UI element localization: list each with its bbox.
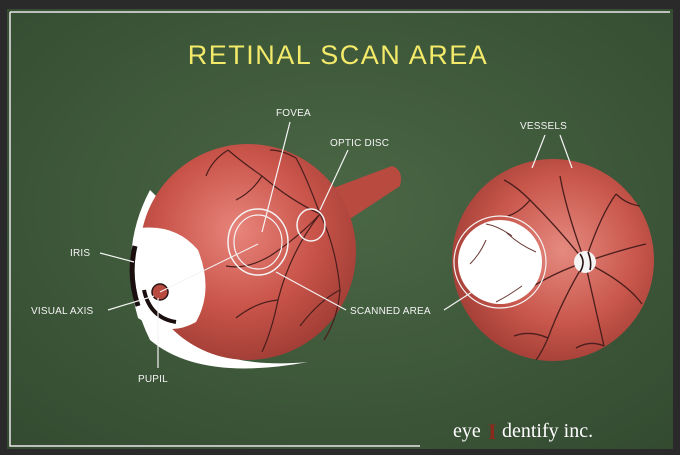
iris-label: IRIS	[70, 248, 90, 259]
slide-title: RETINAL SCAN AREA	[188, 40, 489, 70]
optic-disc	[574, 251, 596, 273]
brand-mark: I	[488, 419, 497, 444]
fovea-label: FOVEA	[276, 108, 311, 119]
brand-prefix: eye	[453, 420, 481, 442]
scanned-area-label: SCANNED AREA	[350, 306, 431, 317]
retina-view	[452, 159, 654, 361]
vessels-label: VESSELS	[520, 121, 567, 132]
scanned-area-region	[458, 220, 542, 304]
pupil-label: PUPIL	[138, 374, 168, 385]
brand-suffix: dentify inc.	[502, 420, 593, 442]
visual-axis-label: VISUAL AXIS	[31, 306, 94, 317]
optic-disc-label: OPTIC DISC	[330, 138, 389, 149]
brand-logo: eye I dentify inc.	[453, 419, 593, 444]
